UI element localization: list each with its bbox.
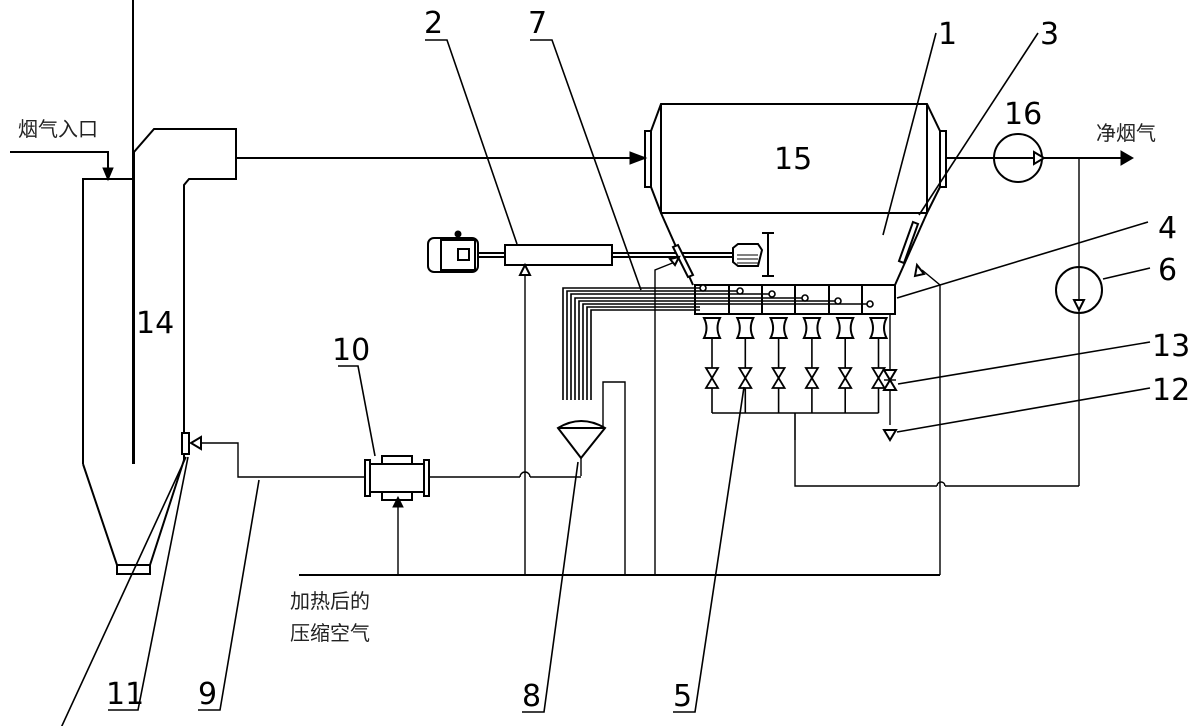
valve-icon <box>837 376 853 389</box>
callout-8: 8 <box>522 679 541 714</box>
ejector <box>735 317 755 339</box>
rotary-drive-2 <box>504 244 613 266</box>
valve-icon <box>704 367 720 380</box>
valve-icon <box>870 367 887 380</box>
callout-10: 10 <box>332 333 370 368</box>
callout-2: 2 <box>424 6 443 41</box>
valve-icon <box>837 367 853 380</box>
valve-icon <box>737 376 753 389</box>
ejector <box>868 317 889 339</box>
flue-gas-inlet-label: 烟气入口 <box>18 117 98 141</box>
callout-9: 9 <box>198 677 217 712</box>
valve-icon <box>804 376 820 389</box>
motor-drive <box>427 230 774 277</box>
callout-7: 7 <box>528 6 547 41</box>
valve-icon <box>804 367 820 380</box>
clean-flue-gas-label: 净烟气 <box>1096 121 1156 145</box>
callout-11: 11 <box>106 677 144 712</box>
outlet-12 <box>882 429 898 442</box>
drain-valve-13 <box>882 314 898 442</box>
valve-icon <box>771 367 787 380</box>
inlet-arrow-icon <box>102 167 114 182</box>
air-line-9 <box>202 442 581 501</box>
ejector <box>768 317 789 339</box>
callout-4: 4 <box>1158 211 1177 246</box>
fan-16-label: 16 <box>1004 97 1042 132</box>
fan-arrow-icon <box>1033 150 1046 166</box>
valve-icon <box>704 376 720 389</box>
outlet-arrow-icon <box>1120 150 1134 166</box>
ejector <box>702 317 722 339</box>
compressed-air-label-1: 加热后的 <box>290 589 370 613</box>
cyclone-separator-14: 14 <box>82 0 237 575</box>
callouts <box>60 32 1151 726</box>
ejector-branches-5 <box>702 317 889 440</box>
callout-12: 12 <box>1152 373 1190 408</box>
compressed-air-label-2: 压缩空气 <box>290 621 370 645</box>
recirculation-fan-6 <box>794 158 1103 487</box>
ejector <box>802 317 822 339</box>
callout-3: 3 <box>1040 17 1059 52</box>
callout-1: 1 <box>938 17 957 52</box>
flow-arrow-icon <box>629 151 648 165</box>
compressed-air-header: 加热后的 压缩空气 <box>290 262 940 645</box>
cyclone-label: 14 <box>136 306 174 341</box>
callout-numbers: 2 7 1 3 4 6 13 12 10 5 8 9 11 <box>106 6 1190 714</box>
angled-injectors-3 <box>654 220 941 575</box>
nozzle-11 <box>181 432 190 455</box>
nozzle-arrow-icon <box>189 435 202 451</box>
air-pipe-bundle-7 <box>562 284 874 400</box>
callout-6: 6 <box>1158 253 1177 288</box>
air-distributor-8 <box>556 381 626 575</box>
valve-icon <box>870 376 887 389</box>
compartment-manifold-4 <box>694 284 896 315</box>
flue-gas-inlet: 烟气入口 <box>10 117 114 182</box>
valve-icon <box>771 376 787 389</box>
valve-icon <box>737 367 753 380</box>
callout-5: 5 <box>673 679 692 714</box>
callout-13: 13 <box>1152 329 1190 364</box>
ejector <box>835 317 855 339</box>
heater-10 <box>369 463 425 493</box>
clean-gas-outlet: 16 净烟气 <box>946 97 1156 183</box>
vessel-label: 15 <box>774 142 812 177</box>
